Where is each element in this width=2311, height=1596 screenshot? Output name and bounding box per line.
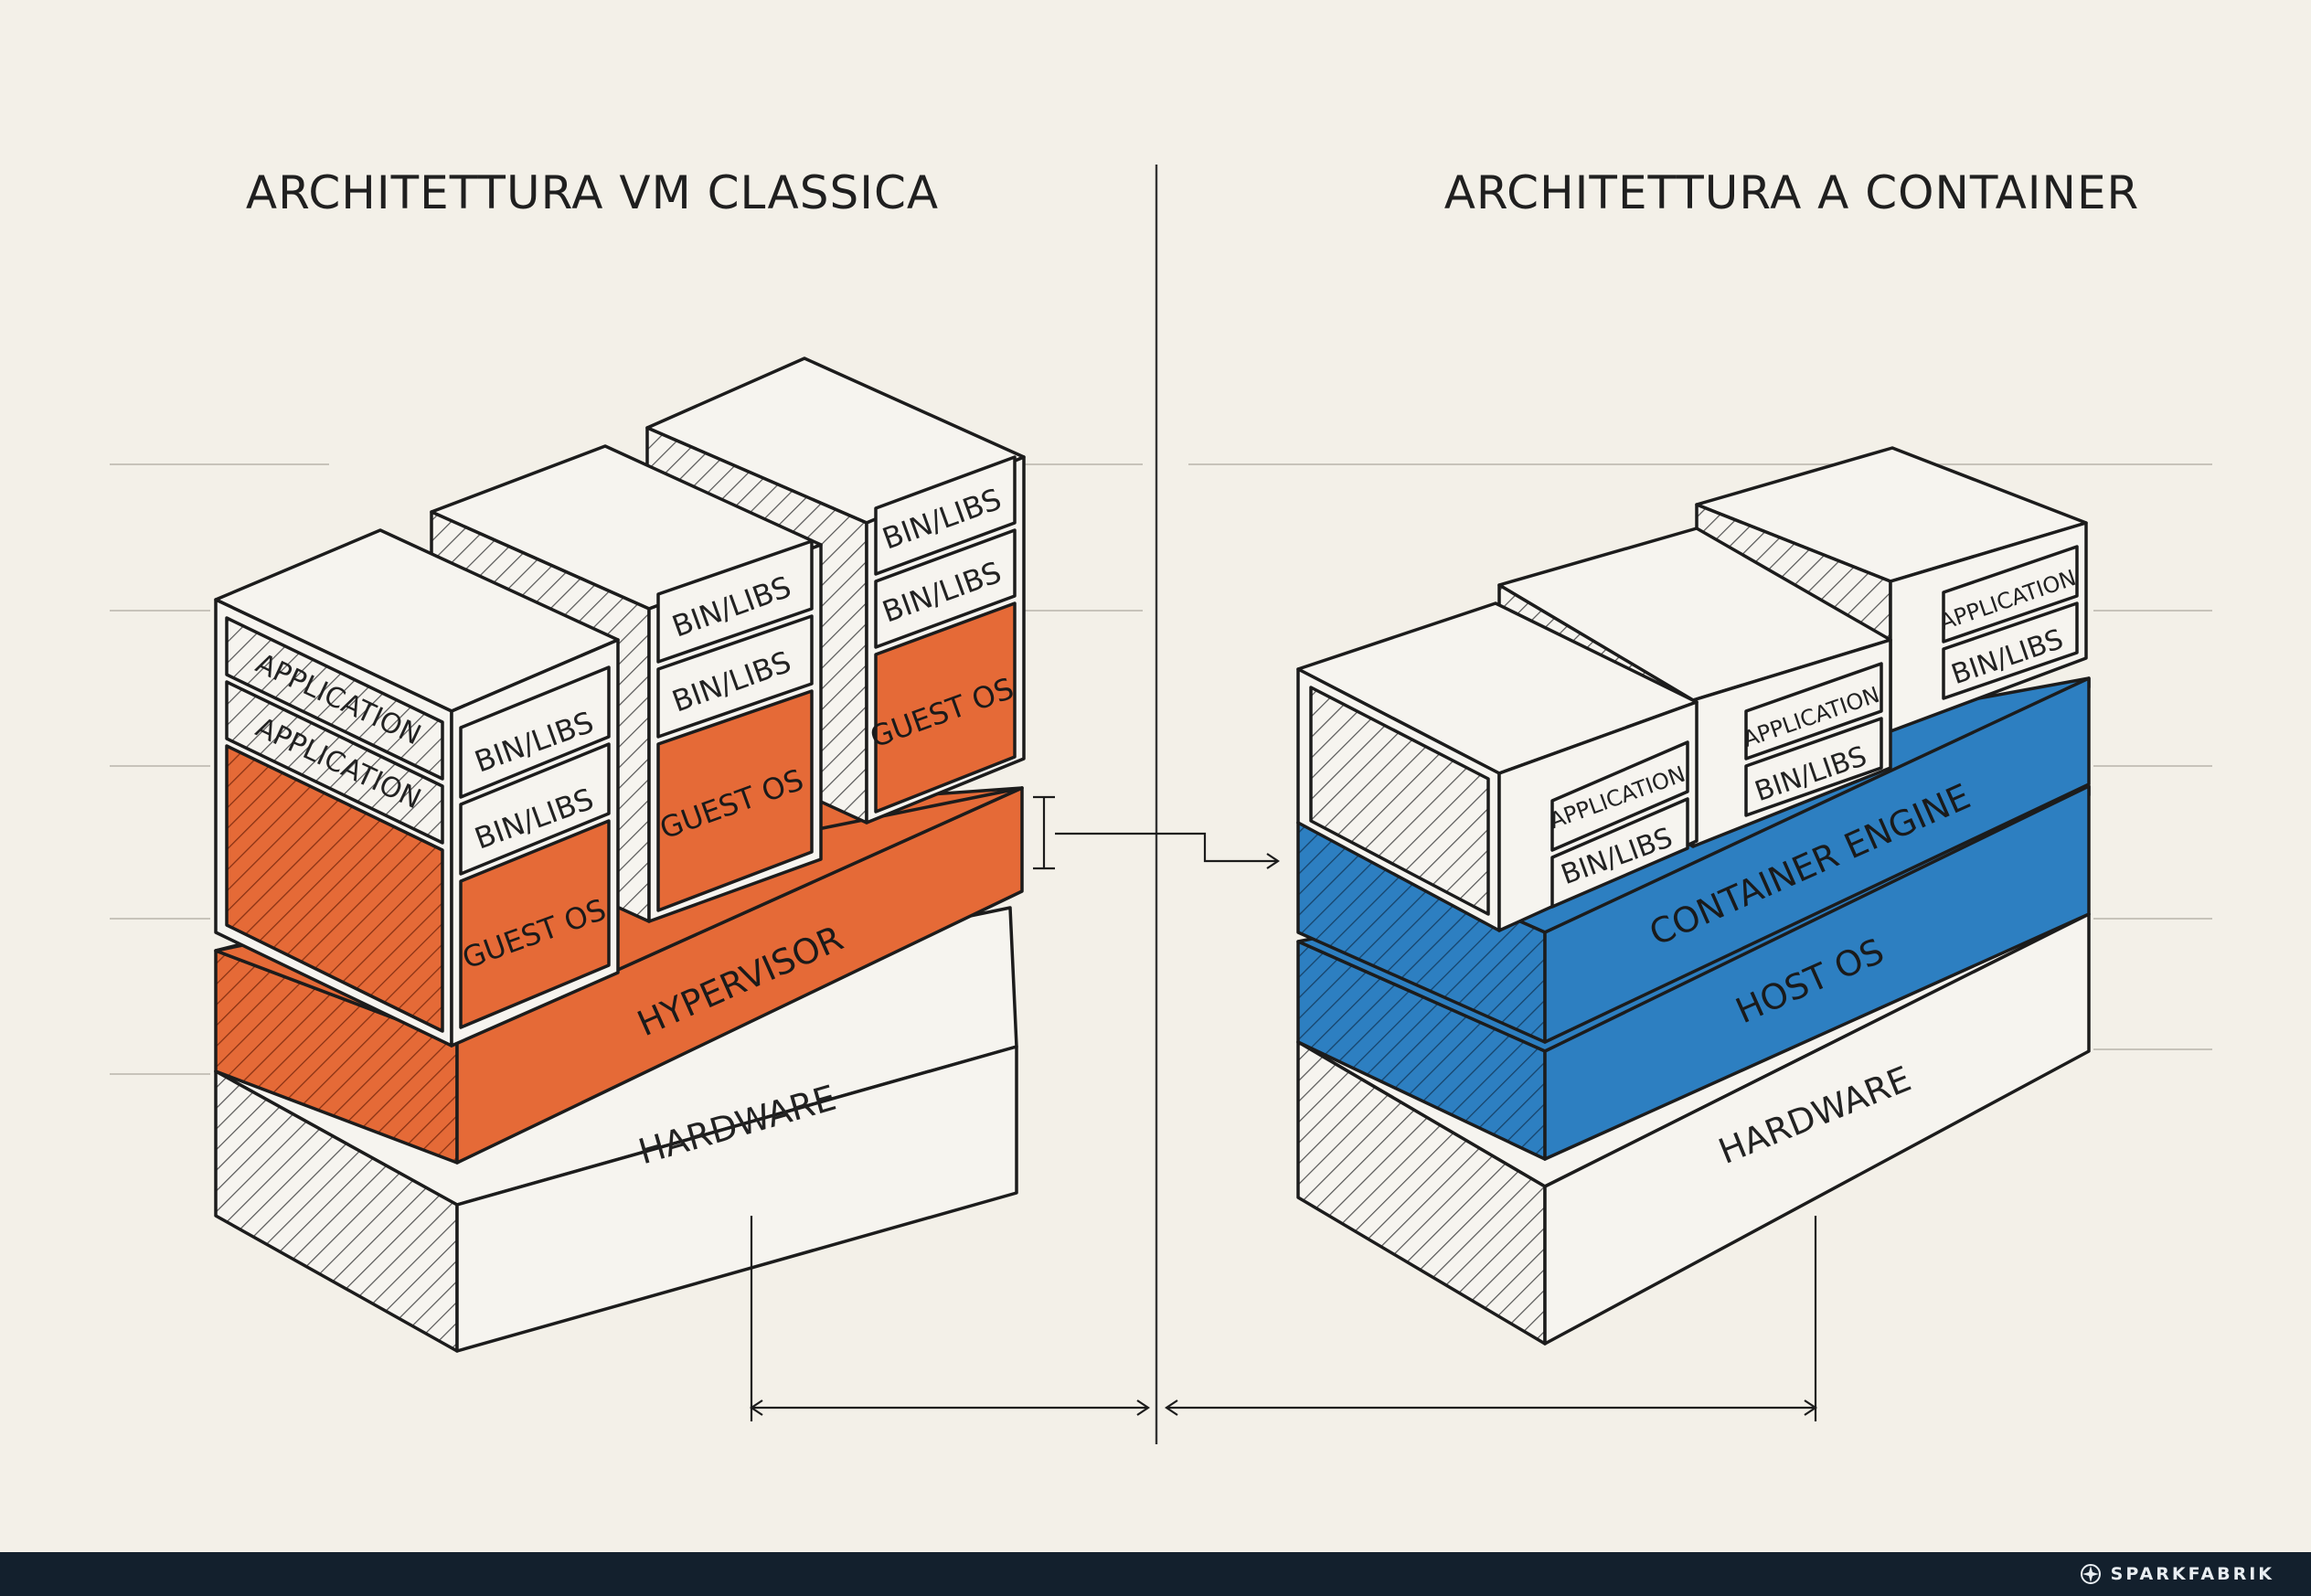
vm-width-dimension — [750, 1216, 1150, 1421]
brand-name: SPARKFABRIK — [2110, 1564, 2274, 1584]
vm-architecture: HARDWARE HYPERVISOR BIN/LIBS — [214, 356, 1280, 1421]
right-title: ARCHITETTURA A CONTAINER — [1444, 166, 2140, 219]
guide-lines — [110, 463, 2212, 1075]
footer-bar: SPARKFABRIK — [0, 1552, 2311, 1596]
container-architecture: HARDWARE HOST OS CONTAINER ENGINE APPLIC… — [1165, 446, 2091, 1421]
left-title: ARCHITETTURA VM CLASSICA — [246, 166, 939, 219]
spark-logo-icon — [2080, 1564, 2101, 1584]
container-box-1: APPLICATION BIN/LIBS — [1296, 601, 1699, 932]
vm-box-1: APPLICATION APPLICATION BIN/LIBS BIN/LIB… — [214, 528, 620, 1048]
layer-dimension-bracket — [1033, 795, 1280, 870]
container-width-dimension — [1165, 1216, 1817, 1421]
brand: SPARKFABRIK — [2080, 1563, 2274, 1585]
